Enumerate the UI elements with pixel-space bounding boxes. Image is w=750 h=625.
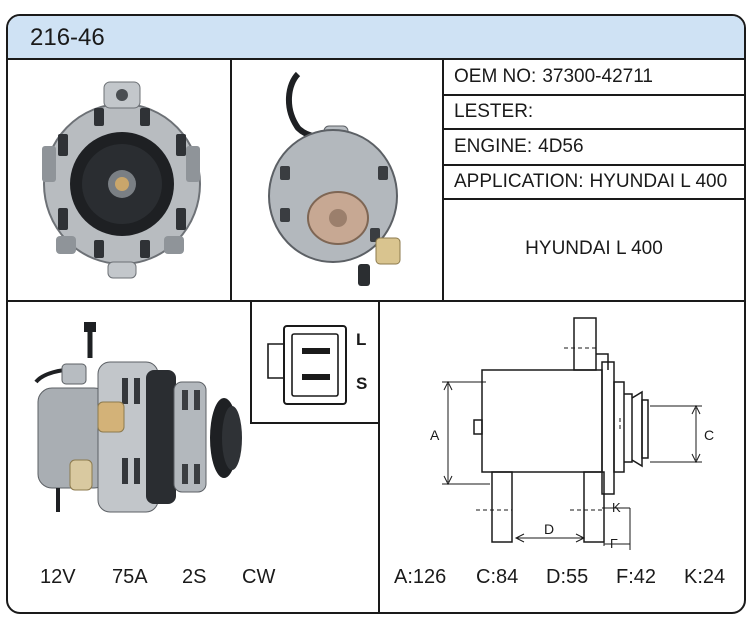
divider-h-spec2: [442, 128, 744, 130]
header-bar: 216-46: [8, 16, 744, 60]
terminal-l-label: L: [356, 330, 367, 349]
dimension-d: D:55: [546, 566, 589, 588]
dimension-k: K:24: [684, 566, 726, 588]
dim-c-label: C: [704, 427, 714, 443]
divider-v-diagram: [378, 302, 380, 612]
divider-v-connector-left: [250, 302, 252, 424]
spec-engine: ENGINE:4D56: [454, 136, 584, 157]
dim-d-label: D: [544, 521, 554, 537]
application-value: HYUNDAI L 400: [525, 238, 663, 259]
plug-type: 2S: [182, 566, 207, 588]
rotation: CW: [242, 566, 276, 588]
alternator-side-photo: [34, 322, 242, 513]
voltage: 12V: [40, 566, 76, 588]
divider-h-spec4: [442, 198, 744, 200]
dim-a-label: A: [430, 427, 440, 443]
product-card: 216-46 OEM NO:37300-42711 LESTER: ENGINE…: [6, 14, 746, 614]
divider-h-middle: [8, 300, 744, 302]
amperage: 75A: [112, 566, 148, 588]
terminal-s-label: S: [356, 374, 368, 393]
dimension-a: A:126: [394, 566, 447, 588]
dimension-c: C:84: [476, 566, 519, 588]
dim-k-label: K: [612, 500, 621, 515]
dim-f-label: F: [610, 536, 618, 551]
spec-application: APPLICATION:HYUNDAI L 400: [454, 171, 728, 192]
divider-h-spec3: [442, 164, 744, 166]
spec-lester: LESTER:: [454, 101, 534, 122]
spec-oem: OEM NO:37300-42711: [454, 66, 653, 87]
divider-h-spec1: [442, 94, 744, 96]
dimension-f: F:42: [616, 566, 657, 588]
divider-v-specs: [442, 58, 444, 300]
divider-h-connector-bottom: [250, 422, 380, 424]
part-number: 216-46: [30, 24, 105, 51]
alternator-front-photo: [42, 81, 201, 279]
alternator-rear-photo: [268, 71, 401, 286]
connector-diagram: [267, 325, 347, 405]
dimension-diagram: A C D F K: [430, 317, 714, 551]
divider-v-photo1: [230, 58, 232, 300]
